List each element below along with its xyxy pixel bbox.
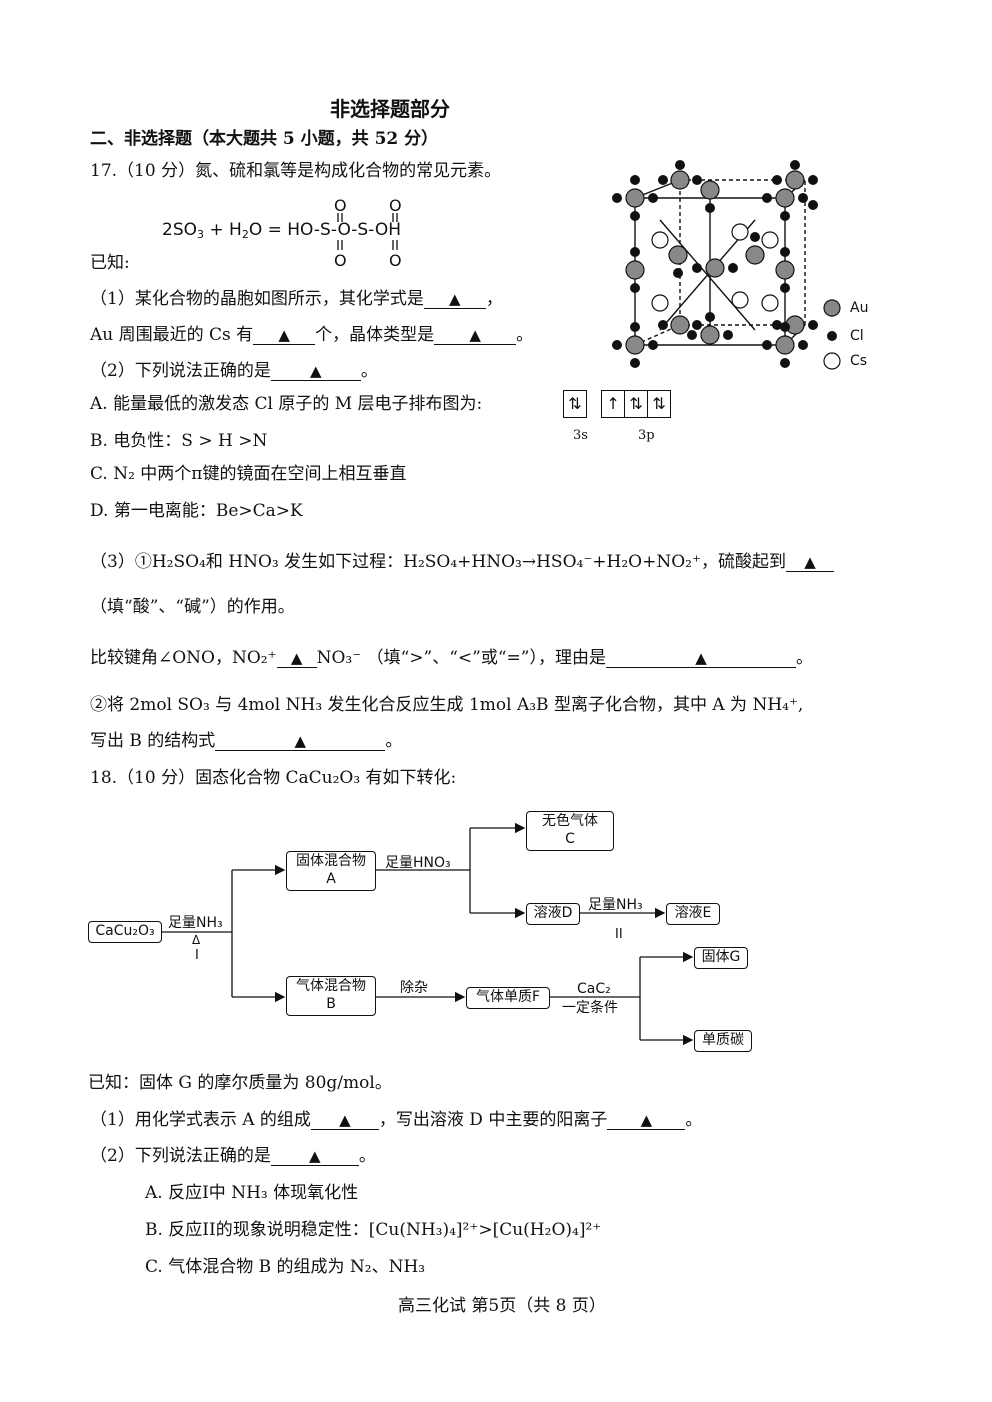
flow-label-reaction-1: I bbox=[195, 948, 199, 963]
crystal-cell-diagram bbox=[612, 160, 841, 370]
page-footer: 高三化试 第5页（共 8 页） bbox=[398, 1296, 606, 1316]
orbital-diagram: ⇅ ↑⇅⇅ bbox=[563, 390, 672, 418]
q17-part3-line4: ②将 2mol SO₃ 与 4mol NH₃ 发生化合反应生成 1mol A₃B… bbox=[90, 695, 804, 715]
svg-text:O: O bbox=[389, 251, 402, 270]
q17-part2: （2）下列说法正确的是▲。 bbox=[90, 361, 378, 381]
orbital-3p-box-2: ⇅ bbox=[625, 390, 649, 418]
flow-carbon: 单质碳 bbox=[694, 1030, 752, 1052]
legend-cs: Cs bbox=[850, 353, 868, 369]
q17-option-b: B. 电负性：S > H >N bbox=[90, 431, 268, 451]
q18-option-a: A. 反应I中 NH₃ 体现氧化性 bbox=[145, 1183, 359, 1203]
q18-part1: （1）用化学式表示 A 的组成▲，写出溶液 D 中主要的阳离子▲。 bbox=[90, 1110, 703, 1130]
flow-solid-g: 固体G bbox=[694, 947, 748, 969]
flow-label-nh3-1: 足量NH₃ bbox=[168, 915, 223, 931]
orbital-3p-box-3: ⇅ bbox=[648, 390, 672, 418]
flow-label-nh3-2: 足量NH₃ bbox=[588, 897, 643, 913]
orbital-3s-label: 3s bbox=[573, 428, 588, 443]
q17-option-c: C. N₂ 中两个π键的镜面在空间上相互垂直 bbox=[90, 464, 407, 484]
legend-au: Au bbox=[850, 300, 869, 316]
q17-known-label: 已知: bbox=[90, 253, 130, 273]
flow-label-purify: 除杂 bbox=[400, 980, 428, 996]
q17-part3-line2: （填“酸”、“碱”）的作用。 bbox=[90, 597, 295, 617]
flow-solution-d: 溶液D bbox=[526, 903, 580, 925]
q17-part1-line2: Au 周围最近的 Cs 有▲个，晶体类型是▲。 bbox=[90, 325, 534, 345]
flow-label-cac2: CaC₂ bbox=[577, 981, 611, 997]
svg-text:O: O bbox=[389, 196, 402, 215]
legend-cl: Cl bbox=[850, 328, 864, 344]
orbital-3p-box-1: ↑ bbox=[601, 390, 626, 418]
q17-part1-line1: （1）某化合物的晶胞如图所示，其化学式是▲， bbox=[90, 289, 503, 309]
q18-option-c: C. 气体混合物 B 的组成为 N₂、NH₃ bbox=[145, 1257, 426, 1277]
q17-part3-line5: 写出 B 的结构式▲。 bbox=[90, 731, 403, 751]
orbital-3s-box: ⇅ bbox=[563, 390, 587, 418]
q17-part3-line1: （3）①H₂SO₄和 HNO₃ 发生如下过程：H₂SO₄+HNO₃→HSO₄⁻+… bbox=[90, 551, 834, 573]
q17-option-d: D. 第一电离能：Be>Ca>K bbox=[90, 501, 303, 521]
flow-label-condition: 一定条件 bbox=[562, 1000, 618, 1016]
q18-option-b: B. 反应II的现象说明稳定性：[Cu(NH₃)₄]²⁺>[Cu(H₂O)₄]²… bbox=[145, 1220, 602, 1240]
q17-equation: 2SO3 + H2O = HO-S-O-S-OH bbox=[162, 220, 401, 241]
q18-stem: 18.（10 分）固态化合物 CaCu₂O₃ 有如下转化: bbox=[90, 768, 457, 788]
q17-option-a: A. 能量最低的激发态 Cl 原子的 M 层电子排布图为: bbox=[90, 394, 483, 414]
svg-text:O: O bbox=[334, 196, 347, 215]
section-title: 二、非选择题（本大题共 5 小题，共 52 分） bbox=[90, 129, 439, 149]
svg-text:O: O bbox=[334, 251, 347, 270]
flow-gas-f: 气体单质F bbox=[466, 987, 550, 1009]
orbital-3p-label: 3p bbox=[638, 428, 655, 443]
flow-solution-e: 溶液E bbox=[666, 903, 720, 925]
flow-label-heat: Δ bbox=[192, 933, 201, 947]
flow-start-cacu2o3: CaCu₂O₃ bbox=[88, 921, 162, 943]
part-title: 非选择题部分 bbox=[330, 97, 450, 121]
q17-part3-line3: 比较键角∠ONO，NO₂⁺▲NO₃⁻ （填“>”、“<”或“=”），理由是▲。 bbox=[90, 648, 813, 668]
flow-label-reaction-2: II bbox=[615, 927, 623, 942]
q17-stem: 17.（10 分）氮、硫和氯等是构成化合物的常见元素。 bbox=[90, 161, 502, 181]
sulfonyl-oxygens: O O O O bbox=[334, 196, 402, 270]
q18-part2: （2）下列说法正确的是▲。 bbox=[90, 1146, 376, 1166]
flow-label-hno3: 足量HNO₃ bbox=[385, 855, 451, 871]
q18-known: 已知：固体 G 的摩尔质量为 80g/mol。 bbox=[88, 1073, 392, 1093]
